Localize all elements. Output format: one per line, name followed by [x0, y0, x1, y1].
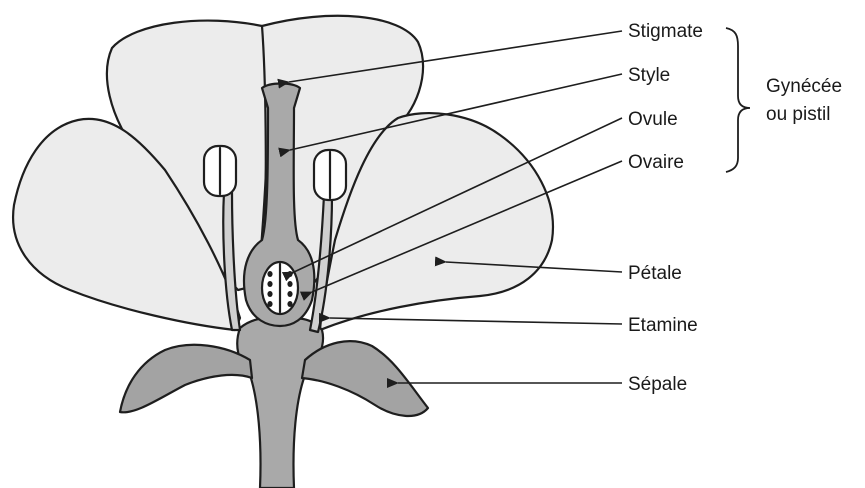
label-ou-pistil: ou pistil	[766, 104, 830, 125]
receptacle	[237, 318, 323, 488]
label-ovaire: Ovaire	[628, 152, 684, 173]
gynecee-brace	[726, 28, 750, 172]
label-sepale: Sépale	[628, 374, 687, 395]
label-style: Style	[628, 65, 670, 86]
label-gynecee: Gynécée	[766, 76, 842, 97]
sepal-right	[302, 341, 428, 416]
label-petale: Pétale	[628, 263, 682, 284]
label-ovule: Ovule	[628, 109, 678, 130]
label-stigmate: Stigmate	[628, 21, 703, 42]
leader-etamine	[330, 318, 622, 324]
label-etamine: Etamine	[628, 315, 698, 336]
sepal-left	[120, 345, 252, 413]
